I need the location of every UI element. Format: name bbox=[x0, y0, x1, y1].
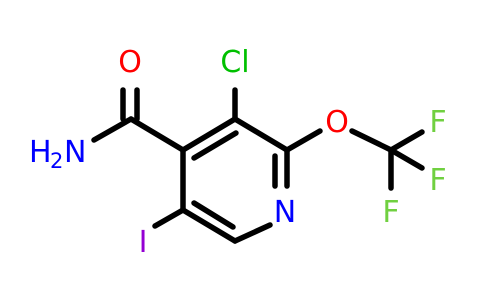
bond-c4-c3-inner bbox=[191, 130, 239, 161]
atom-oxygen-ether: O bbox=[325, 105, 349, 140]
bond-c6-c5 bbox=[180, 207, 238, 244]
atom-chlorine: Cl bbox=[220, 45, 249, 80]
atom-labels: O H 2 N Cl O F F F N I bbox=[29, 45, 447, 260]
atom-amide-n: N bbox=[64, 135, 86, 170]
bond-o-cf3 bbox=[349, 128, 394, 153]
atom-fluorine-bottom: F bbox=[382, 195, 399, 230]
bond-c4-c3 bbox=[180, 116, 238, 153]
bond-c4-amide-c bbox=[128, 116, 186, 153]
bond-cf3-f-top bbox=[388, 129, 425, 153]
bond-cf3-f-right bbox=[388, 147, 425, 171]
bond-c5-i bbox=[152, 207, 186, 229]
substituent-bonds bbox=[91, 87, 425, 229]
atom-fluorine-right: F bbox=[429, 163, 446, 198]
atom-amide-h-subscript: 2 bbox=[50, 149, 63, 173]
bond-n1-c6 bbox=[232, 222, 273, 244]
bond-c6-c5-inner bbox=[191, 200, 236, 230]
bond-c3-c2 bbox=[232, 116, 290, 153]
bond-amide-c-n bbox=[91, 116, 134, 143]
atom-iodine: I bbox=[139, 225, 148, 260]
pyridine-ring bbox=[180, 116, 290, 244]
atom-fluorine-top: F bbox=[429, 105, 446, 140]
atom-amide-h: H bbox=[29, 135, 52, 170]
bond-c2-o bbox=[284, 128, 323, 153]
atom-oxygen-carbonyl: O bbox=[118, 45, 142, 80]
atom-ring-nitrogen: N bbox=[274, 195, 296, 230]
